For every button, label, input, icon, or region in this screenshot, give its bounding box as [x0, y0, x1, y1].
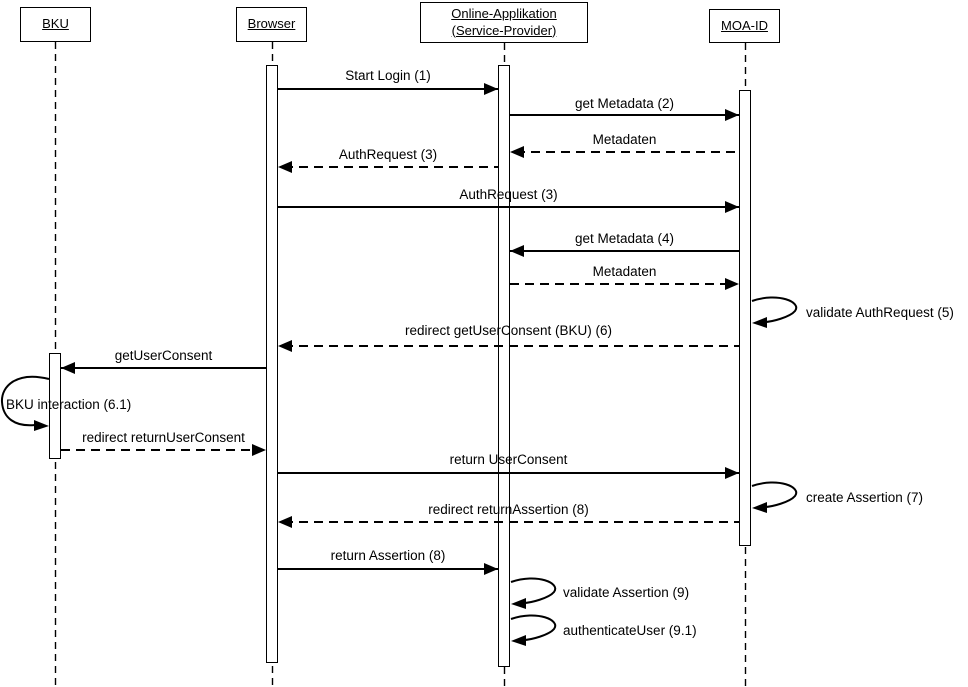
arrowhead-icon	[725, 278, 739, 290]
message-label-metadaten-1: Metadaten	[592, 132, 657, 147]
message-line-getuserconsent	[61, 367, 266, 369]
message-line-redirect-returnuserconsent	[61, 449, 260, 451]
actor-label-moa-id: MOA-ID	[721, 17, 768, 33]
message-line-authrequest-redirect	[284, 166, 498, 168]
self-message-loop-authenticateuser	[510, 614, 557, 646]
actor-box-moa-id: MOA-ID	[709, 9, 780, 43]
arrowhead-icon	[484, 83, 498, 95]
message-line-get-metadata-2	[510, 114, 739, 116]
message-label-start-login: Start Login (1)	[345, 68, 431, 83]
message-label-validate-assertion: validate Assertion (9)	[563, 585, 690, 600]
self-message-loop-bku-interaction	[0, 375, 50, 431]
message-label-redirect-returnuserconsent: redirect returnUserConsent	[82, 430, 245, 445]
arrowhead-icon	[725, 467, 739, 479]
arrowhead-icon	[511, 598, 526, 609]
message-line-authrequest-forward	[278, 206, 739, 208]
arrowhead-icon	[278, 516, 292, 528]
actor-label-service-provider: Online-Applikation (Service-Provider)	[451, 6, 557, 38]
activation-bar-service-provider	[498, 65, 510, 667]
arrowhead-icon	[278, 161, 292, 173]
arrowhead-icon	[252, 444, 266, 456]
activation-bar-browser	[266, 65, 278, 663]
arrowhead-icon	[725, 109, 739, 121]
message-label-get-metadata-4: get Metadata (4)	[574, 231, 675, 246]
message-line-redirect-returnassertion	[284, 521, 739, 523]
arrowhead-icon	[484, 563, 498, 575]
message-line-get-metadata-4	[510, 250, 739, 252]
arrowhead-icon	[511, 635, 526, 646]
message-line-return-assertion	[278, 568, 498, 570]
message-label-redirect-getuserconsent: redirect getUserConsent (BKU) (6)	[404, 323, 613, 338]
arrowhead-icon	[752, 502, 767, 513]
message-line-start-login	[278, 88, 498, 90]
arrowhead-icon	[278, 340, 292, 352]
message-label-bku-interaction: BKU interaction (6.1)	[6, 397, 132, 412]
self-message-loop-validate-assertion	[510, 577, 557, 609]
self-message-loop-validate-authrequest	[751, 296, 798, 328]
message-label-authrequest-redirect: AuthRequest (3)	[338, 147, 438, 162]
message-label-return-assertion: return Assertion (8)	[330, 548, 446, 563]
message-label-authrequest-forward: AuthRequest (3)	[459, 187, 558, 202]
actor-box-service-provider: Online-Applikation (Service-Provider)	[420, 2, 588, 43]
message-label-create-assertion: create Assertion (7)	[806, 490, 924, 505]
message-label-metadaten-2: Metadaten	[592, 264, 657, 279]
message-line-metadaten-1	[516, 151, 739, 153]
actor-box-browser: Browser	[236, 7, 307, 42]
arrowhead-icon	[510, 146, 524, 158]
message-line-return-userconsent	[278, 472, 739, 474]
activation-bar-moa-id	[739, 90, 751, 546]
message-label-redirect-returnassertion: redirect returnAssertion (8)	[428, 502, 589, 517]
actor-label-browser: Browser	[247, 16, 296, 32]
actor-label-bku: BKU	[42, 16, 69, 32]
message-label-return-userconsent: return UserConsent	[449, 452, 568, 467]
message-label-get-metadata-2: get Metadata (2)	[574, 96, 675, 111]
arrowhead-icon	[725, 201, 739, 213]
arrowhead-icon	[61, 362, 75, 374]
message-label-getuserconsent: getUserConsent	[114, 348, 213, 363]
message-line-metadaten-2	[510, 283, 733, 285]
arrowhead-icon	[510, 245, 524, 257]
activation-bar-bku	[49, 353, 61, 459]
message-label-authenticateuser: authenticateUser (9.1)	[563, 623, 697, 638]
message-line-redirect-getuserconsent	[284, 345, 739, 347]
actor-box-bku: BKU	[20, 7, 91, 42]
self-message-loop-create-assertion	[751, 481, 798, 513]
arrowhead-icon	[752, 317, 767, 328]
arrowhead-icon	[34, 420, 49, 431]
message-label-validate-authrequest: validate AuthRequest (5)	[806, 305, 954, 320]
